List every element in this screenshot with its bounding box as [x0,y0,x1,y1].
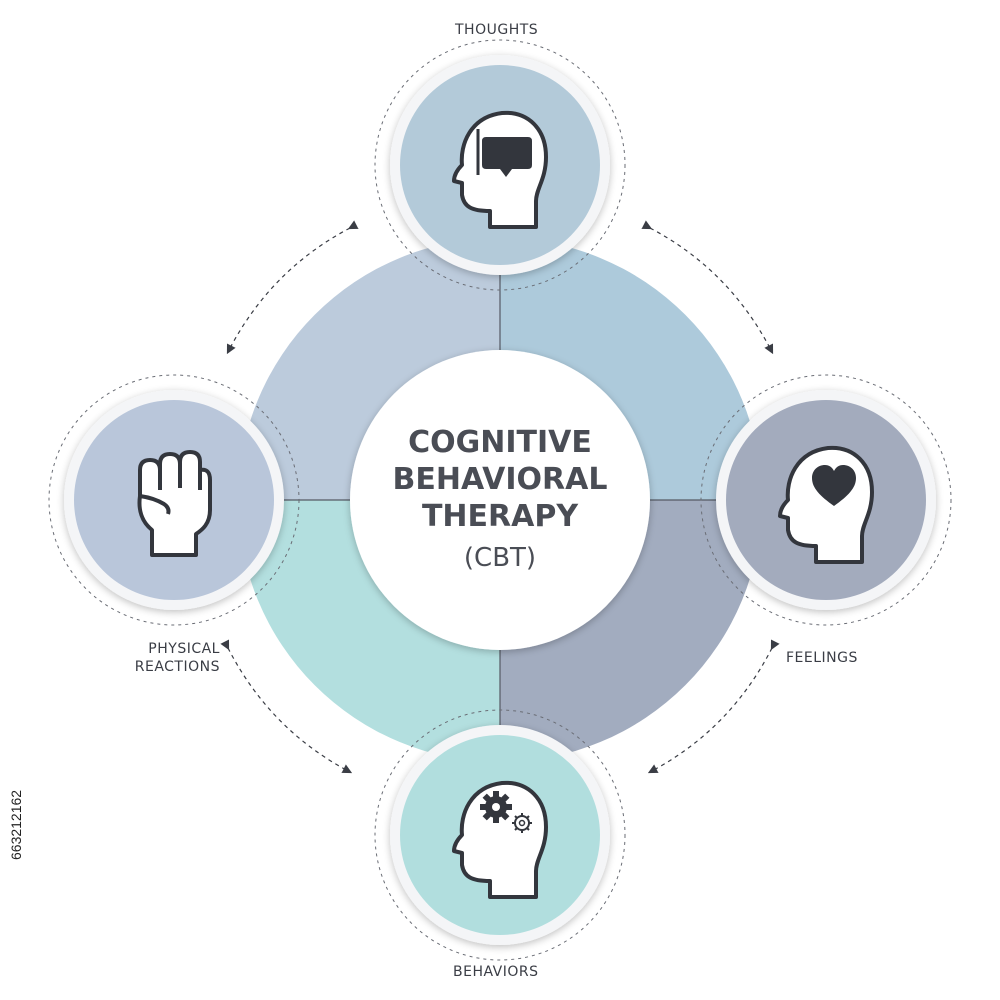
behaviors-label: BEHAVIORS [453,964,539,980]
large-gear-icon [480,791,512,823]
center-title-line3: THERAPY [421,499,579,534]
center-title-line2: BEHAVIORAL [392,462,608,497]
thoughts-dashed-ring [374,39,626,291]
physical-label-line2: REACTIONS [134,659,220,675]
arrow-physical-behaviors [220,639,353,774]
physical-dashed-ring [48,374,300,626]
fist-icon [137,450,212,557]
feelings-dashed-ring [700,374,952,626]
thoughts-label: THOUGHTS [455,22,539,38]
center-title-block: COGNITIVE BEHAVIORAL THERAPY (CBT) [350,424,650,573]
head-gears-icon [452,780,548,899]
center-disc [350,350,650,650]
behaviors-dashed-ring [374,709,626,961]
feelings-label: FEELINGS [786,650,858,666]
center-title-line1: COGNITIVE [408,425,592,460]
stock-image-id: 663212162 [8,789,24,860]
center-abbreviation: (CBT) [463,543,537,573]
arrow-thoughts-physical [226,220,359,355]
small-gear-icon [512,813,532,833]
physical-reactions-label: PHYSICAL REACTIONS [128,640,220,676]
head-speech-bubble-icon [452,110,548,229]
arrow-feelings-behaviors [647,639,780,774]
physical-label-line1: PHYSICAL [148,641,220,657]
cycle-arrows [220,220,780,774]
arrow-thoughts-feelings [641,220,774,355]
head-heart-icon [778,445,874,564]
